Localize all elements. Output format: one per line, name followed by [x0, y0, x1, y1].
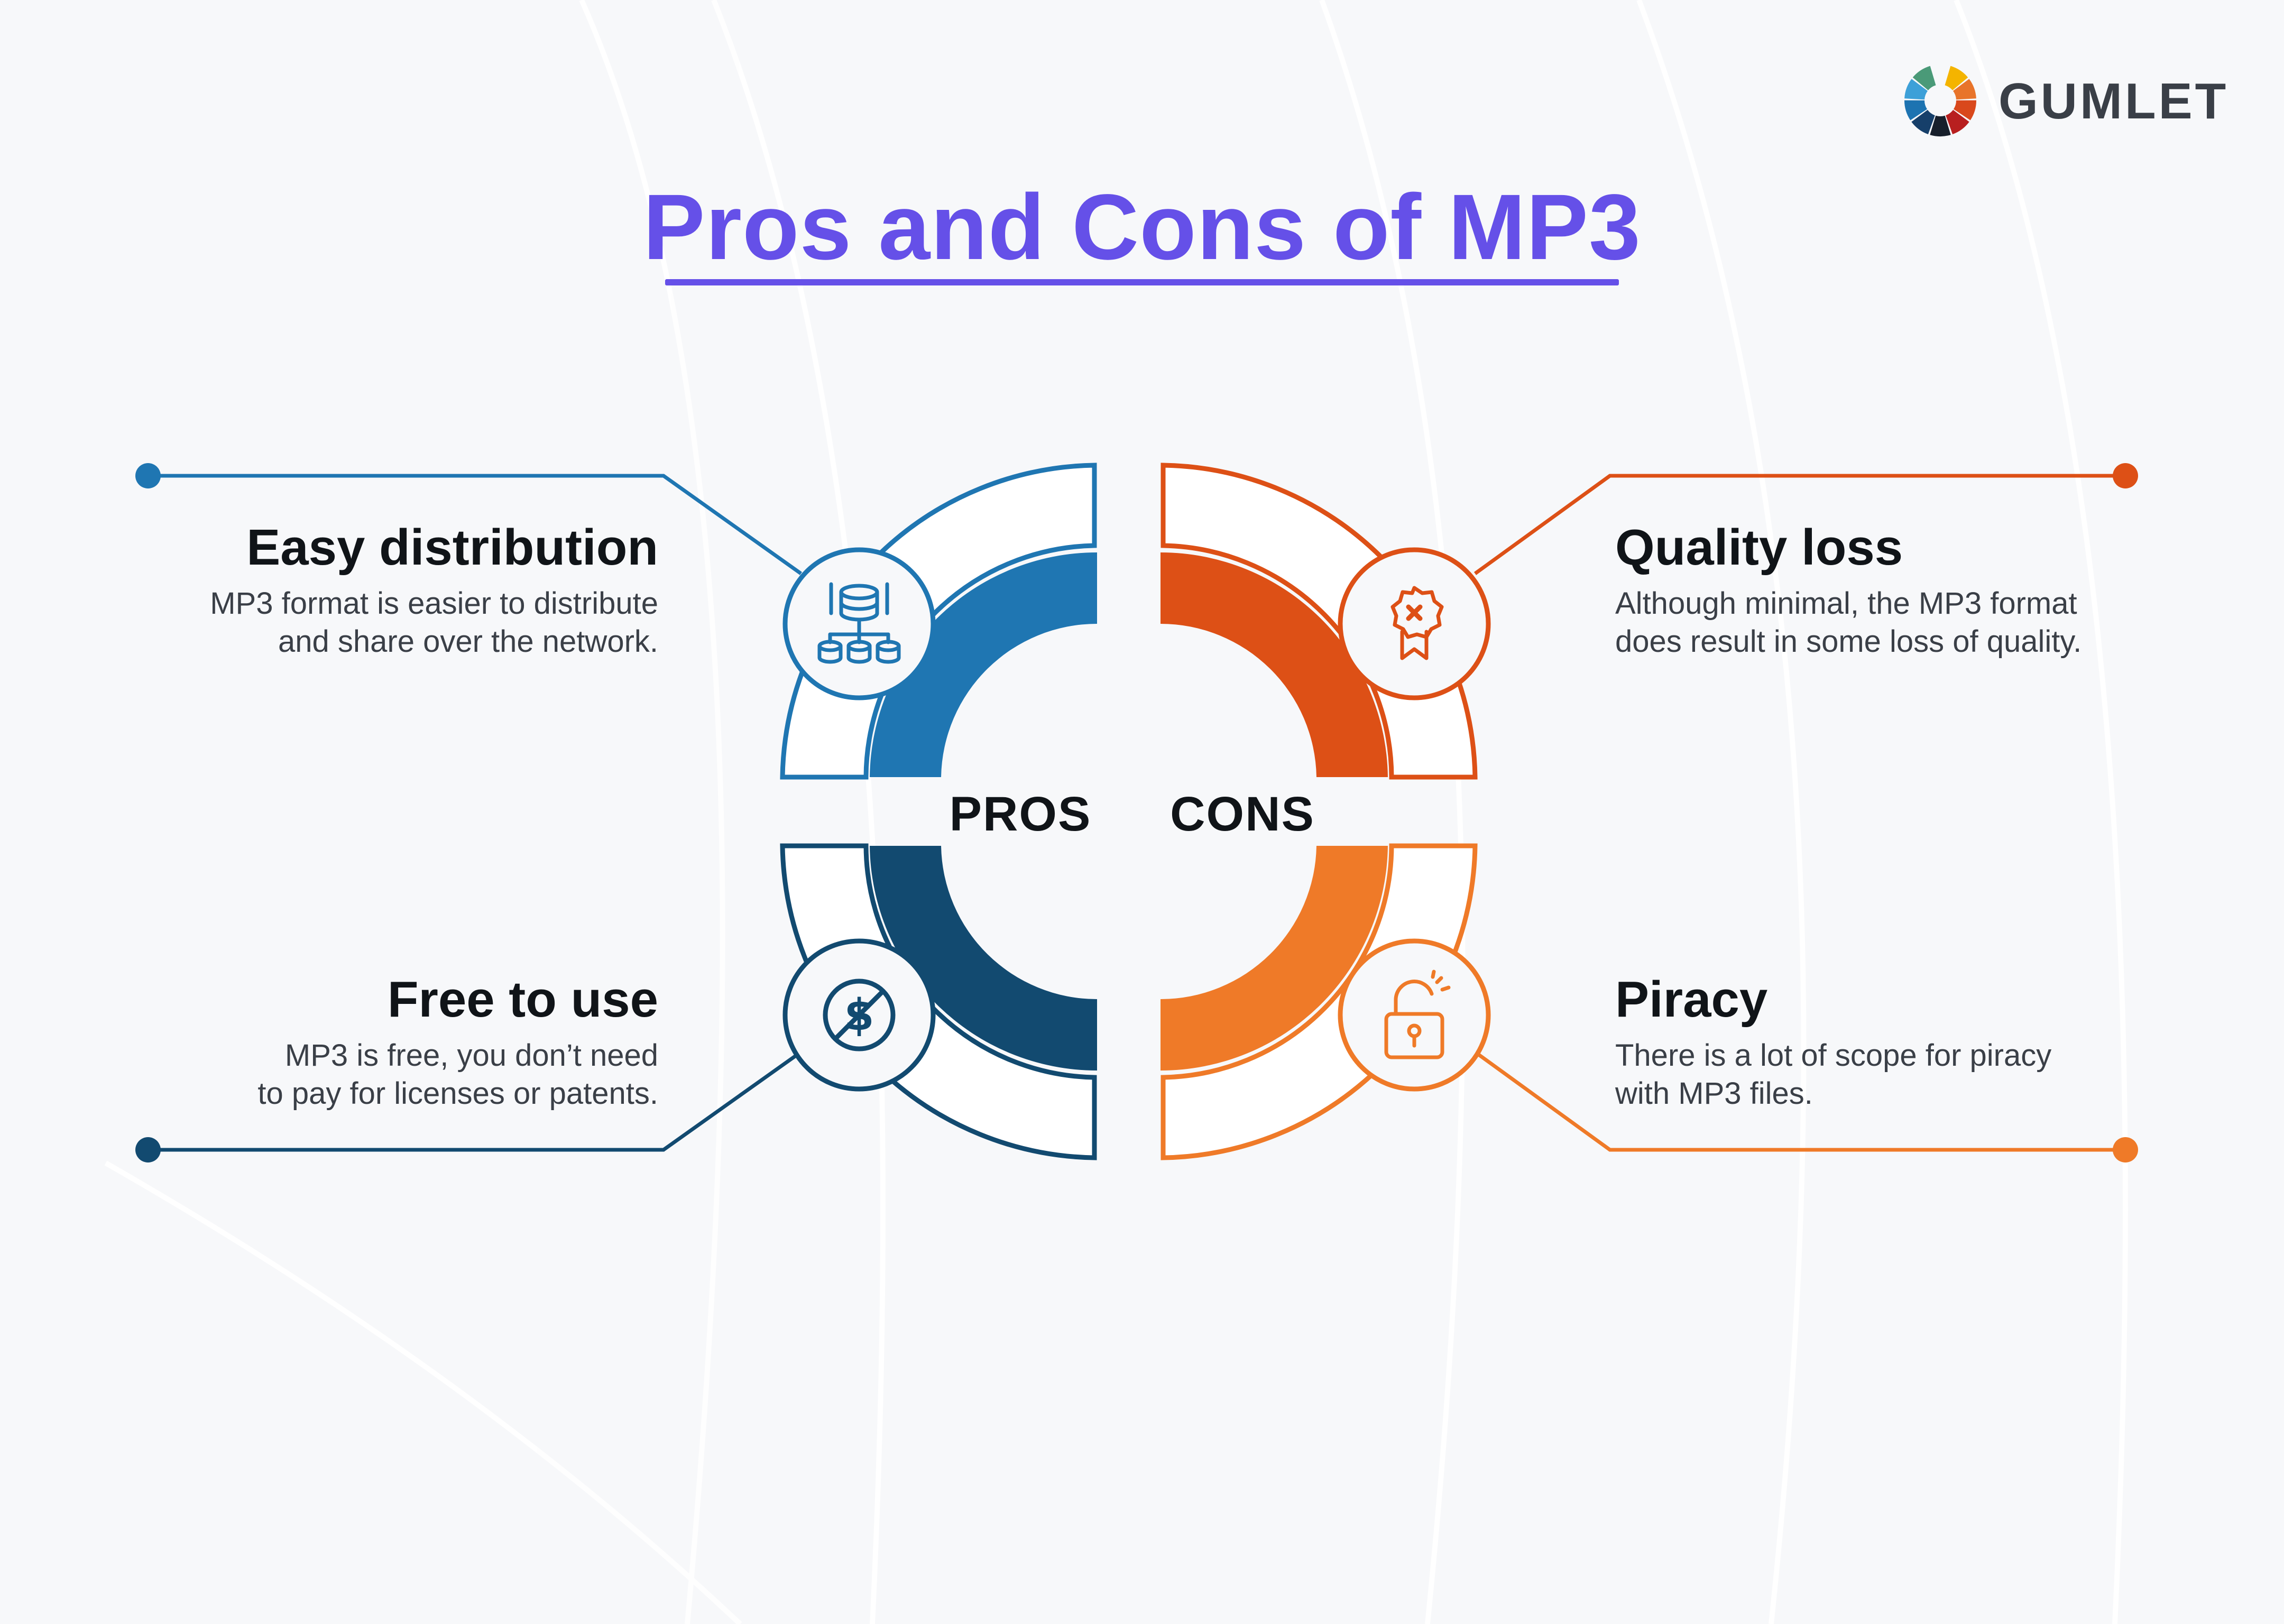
pros-bottom-connector-dot [135, 1137, 161, 1162]
logo-segment [1953, 79, 1976, 100]
cons-top-connector [1473, 474, 2125, 575]
cons-top-connector-dot [2113, 463, 2138, 488]
item-description-line: There is a lot of scope for piracy [1615, 1038, 2052, 1073]
item-description: Although minimal, the MP3 format does re… [1615, 585, 2176, 661]
cons-label: CONS [1170, 787, 1315, 841]
cons-top-quadrant [1161, 463, 2138, 780]
logo-segment [1954, 100, 1976, 121]
unlocked-padlock-icon [1338, 938, 1491, 1092]
item-description-line: MP3 format is easier to distribute [210, 586, 658, 621]
brand-logo-text: GUMLET [1998, 73, 2229, 130]
logo-segment [1904, 79, 1928, 100]
item-description-line: MP3 is free, you don’t need [284, 1038, 658, 1073]
cons-bottom-quadrant [1161, 843, 2138, 1162]
item-easy-distribution: Easy distribution MP3 format is easier t… [127, 518, 658, 661]
logo-segment [1912, 66, 1936, 90]
logo-segment [1930, 115, 1951, 136]
logo-segment [1911, 109, 1935, 134]
page-title: Pros and Cons of MP3 [643, 176, 1641, 279]
pros-top-connector [148, 474, 803, 575]
cons-bottom-band [1161, 846, 1388, 1071]
item-title: Free to use [387, 971, 658, 1028]
pros-bottom-connector [148, 1050, 803, 1152]
logo-segment [1946, 109, 1969, 134]
logo-segment [1904, 100, 1927, 121]
item-piracy: Piracy There is a lot of scope for pirac… [1615, 970, 2176, 1113]
database-network-icon [782, 547, 936, 700]
item-description-line: with MP3 files. [1615, 1076, 1813, 1111]
item-title: Quality loss [1615, 519, 1903, 576]
logo-segment [1945, 66, 1968, 90]
item-description: MP3 format is easier to distribute and s… [127, 585, 658, 661]
item-description-line: and share over the network. [278, 624, 658, 659]
cons-top-outline [1161, 463, 1478, 780]
pros-bottom-band [870, 846, 1097, 1071]
item-description-line: to pay for licenses or patents. [257, 1076, 658, 1111]
item-description-line: does result in some loss of quality. [1615, 624, 2082, 659]
cons-bottom-connector-dot [2113, 1137, 2138, 1162]
cons-bottom-outline [1161, 843, 1478, 1160]
no-dollar-icon: $ [782, 938, 936, 1092]
cons-bottom-connector [1473, 1050, 2125, 1152]
pros-top-band [870, 552, 1097, 777]
item-free-to-use: Free to use MP3 is free, you don’t need … [127, 970, 658, 1113]
item-quality-loss: Quality loss Although minimal, the MP3 f… [1615, 518, 2176, 661]
item-title: Easy distribution [246, 519, 658, 576]
item-description-line: Although minimal, the MP3 format [1615, 586, 2077, 621]
cons-top-band [1161, 552, 1388, 777]
item-description: There is a lot of scope for piracy with … [1615, 1037, 2176, 1113]
title-underline [665, 279, 1619, 285]
svg-text:$: $ [844, 990, 874, 1040]
pros-label: PROS [949, 787, 1092, 841]
pros-bottom-quadrant [135, 843, 1097, 1162]
pros-bottom-outline [780, 843, 1097, 1160]
item-description: MP3 is free, you don’t need to pay for l… [127, 1037, 658, 1113]
item-title: Piracy [1615, 971, 1768, 1028]
gumlet-logo-mark [1904, 66, 1976, 136]
pros-top-connector-dot [135, 463, 161, 488]
badge-x-icon [1338, 547, 1491, 700]
